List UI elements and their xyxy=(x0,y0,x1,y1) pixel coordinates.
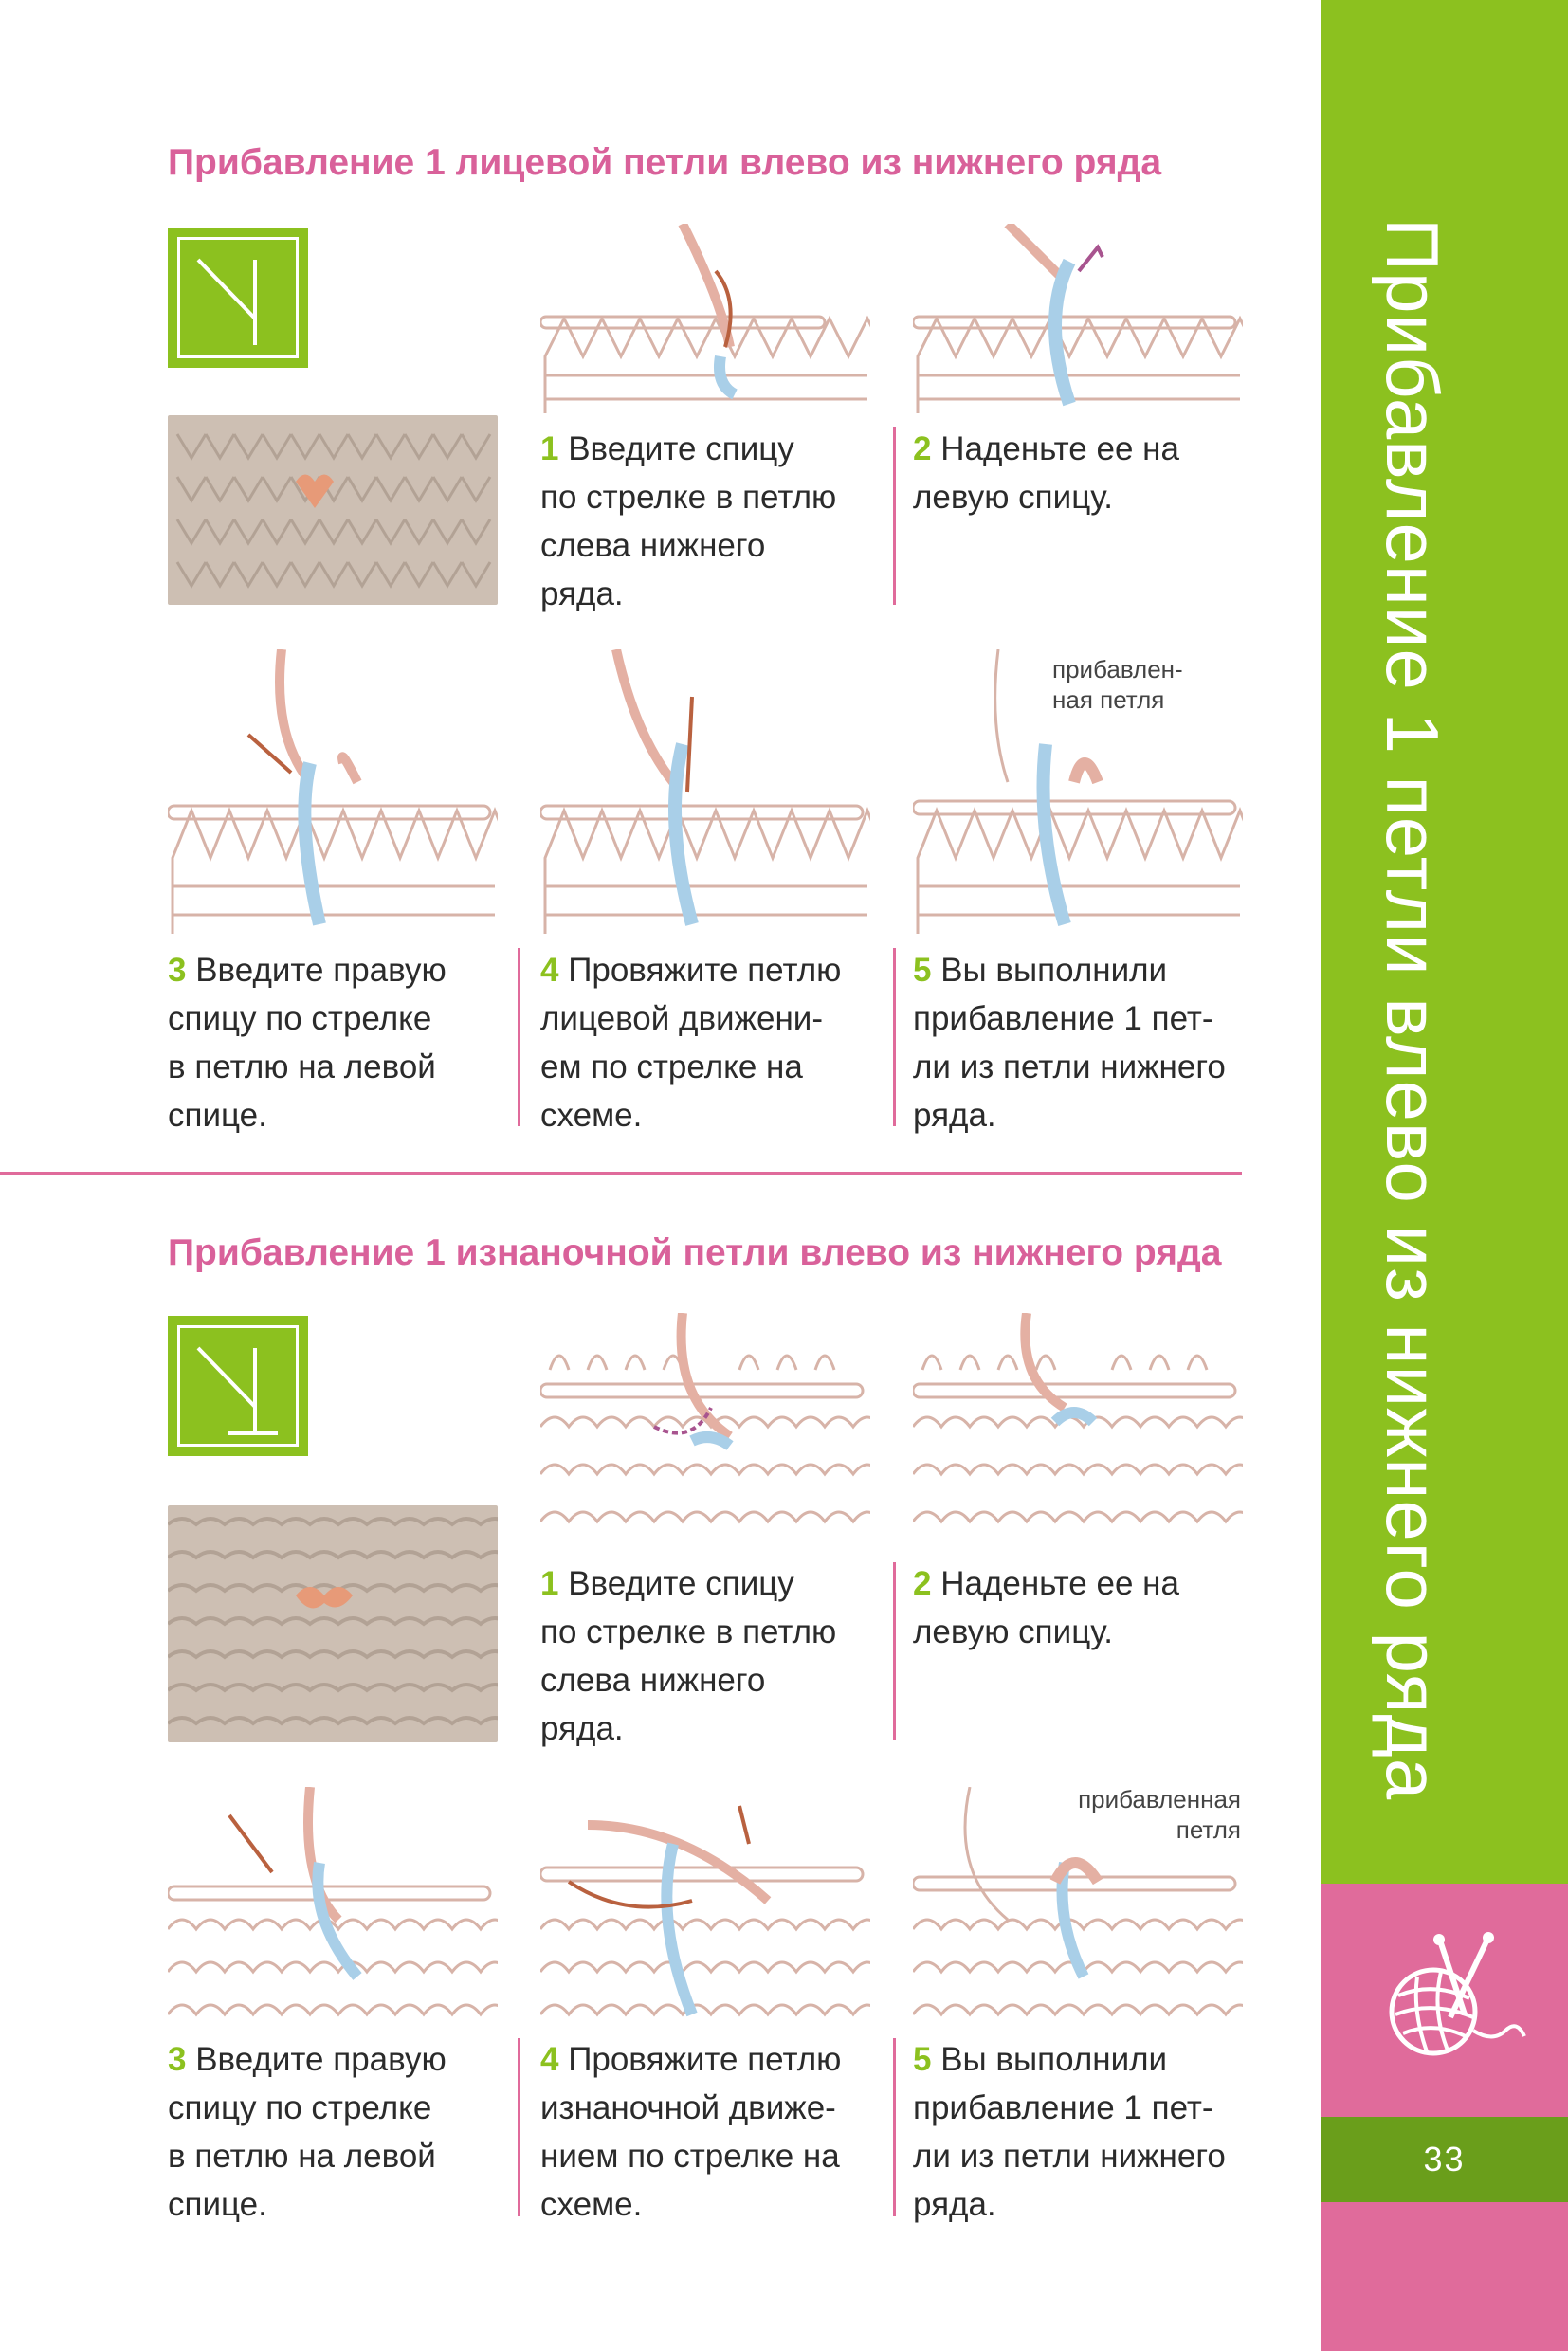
section2-step4-diagram xyxy=(540,1787,870,2024)
section2-step2-diagram xyxy=(913,1313,1243,1550)
section1-step3-text: 3 Введите правую спицу по стрелке в петл… xyxy=(168,946,447,1139)
section2-step5-text: 5 Вы выполнили прибавление 1 пет- ли из … xyxy=(913,2035,1226,2229)
page-number: 33 xyxy=(1321,2117,1568,2202)
sidebar-pink-bottom xyxy=(1321,2202,1568,2351)
section2-step3-diagram xyxy=(168,1787,498,2024)
section1-title: Прибавление 1 лицевой петли влево из ниж… xyxy=(168,142,1161,184)
divider xyxy=(893,2038,896,2216)
divider xyxy=(518,948,520,1126)
yarn-ball-icon xyxy=(1375,1924,1526,2076)
added-stitch-note: прибавленная петля xyxy=(1046,1784,1241,1845)
purl-swatch-photo xyxy=(168,1505,498,1742)
divider xyxy=(518,2038,520,2216)
section1-step1-diagram xyxy=(540,224,870,413)
section2-step1-diagram xyxy=(540,1313,870,1550)
section1-step2-diagram xyxy=(913,224,1243,413)
knit-swatch-photo xyxy=(168,415,498,605)
section1-step1-text: 1 Введите спицу по стрелке в петлю слева… xyxy=(540,425,836,618)
divider xyxy=(893,948,896,1126)
chapter-title: Прибавление 1 петли влево из нижнего ряд… xyxy=(1365,218,1460,1830)
section1-step2-text: 2 Наденьте ее на левую спицу. xyxy=(913,425,1179,521)
knit-increase-symbol-icon xyxy=(168,228,308,368)
section2-step4-text: 4 Провяжите петлю изнаночной движе- нием… xyxy=(540,2035,841,2229)
section2-step3-text: 3 Введите правую спицу по стрелке в петл… xyxy=(168,2035,447,2229)
divider xyxy=(893,1562,896,1740)
section2-step1-text: 1 Введите спицу по стрелке в петлю слева… xyxy=(540,1559,836,1753)
section-divider xyxy=(0,1172,1242,1176)
section1-step4-diagram xyxy=(540,649,870,934)
section1-step3-diagram xyxy=(168,649,498,934)
section2-step2-text: 2 Наденьте ее на левую спицу. xyxy=(913,1559,1179,1656)
section1-step4-text: 4 Провяжите петлю лицевой движени- ем по… xyxy=(540,946,841,1139)
section1-step5-text: 5 Вы выполнили прибавление 1 пет- ли из … xyxy=(913,946,1226,1139)
divider xyxy=(893,427,896,605)
purl-increase-symbol-icon xyxy=(168,1316,308,1456)
added-stitch-note: прибавлен- ная петля xyxy=(1052,654,1183,715)
section2-title: Прибавление 1 изнаночной петли влево из … xyxy=(168,1232,1221,1274)
